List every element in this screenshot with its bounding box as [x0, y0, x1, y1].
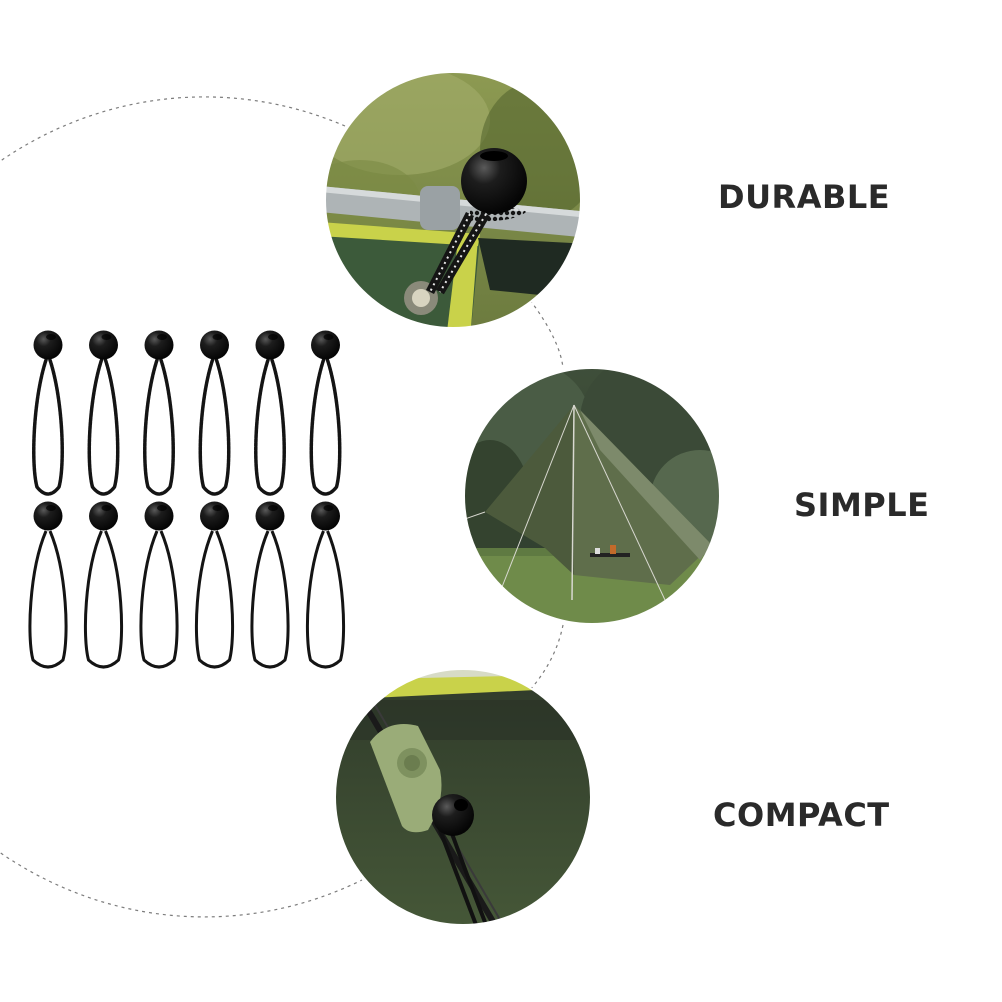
photo-durable	[325, 72, 581, 328]
bungee-row-smooth	[28, 501, 346, 669]
ball-bungee-cord	[139, 501, 179, 669]
ball-bungee-cord	[87, 330, 120, 496]
feature-label-durable: DURABLE	[718, 178, 891, 216]
ball-bungee-cord	[143, 330, 175, 496]
ball-bungee-cord	[250, 501, 290, 669]
photo-frame-durable	[324, 71, 582, 329]
feature-label-simple: SIMPLE	[794, 486, 930, 524]
ball-bungee-cord	[254, 330, 286, 496]
feature-label-compact: COMPACT	[713, 796, 890, 834]
dashed-connector-bottom	[529, 624, 564, 691]
photo-compact	[335, 669, 591, 925]
ball-bungee-cord	[83, 501, 124, 669]
ball-bungee-cord	[305, 501, 346, 669]
photo-frame-compact	[334, 668, 592, 926]
ball-bungee-cord	[28, 501, 68, 669]
photo-simple	[464, 368, 720, 624]
ball-bungee-cord	[32, 330, 64, 496]
ball-bungee-cord	[309, 330, 342, 496]
ball-bungee-cord	[198, 330, 231, 496]
ball-bungee-cord	[194, 501, 235, 669]
dashed-connector-top	[529, 299, 564, 369]
bungee-row-beaded	[32, 330, 342, 496]
photo-frame-simple	[463, 367, 721, 625]
dashed-guide-arc	[0, 96, 363, 918]
